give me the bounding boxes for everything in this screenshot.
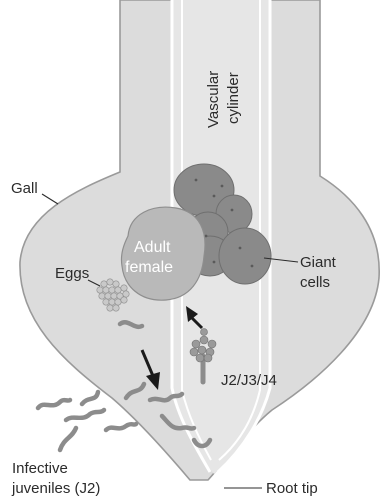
worm-6	[106, 424, 136, 430]
adult-female-label-line1: Adult	[134, 239, 171, 256]
giant-cell-large-right	[219, 228, 271, 284]
worm-5	[60, 428, 76, 450]
infective-juveniles-label-line1: Infective	[12, 460, 68, 477]
giant-cells-label-line1: Giant	[300, 254, 337, 271]
vascular-cylinder-label-line1: Vascular	[205, 71, 222, 128]
eggs-label: Eggs	[55, 265, 89, 282]
gall-leader	[42, 194, 58, 204]
worm-2	[38, 400, 70, 408]
worm-4	[66, 410, 104, 420]
stages-label: J2/J3/J4	[221, 372, 277, 389]
adult-female-label-line2: female	[125, 259, 173, 276]
root-tip-label: Root tip	[266, 480, 318, 497]
worm-3	[82, 392, 98, 404]
infective-juveniles-label-line2: juveniles (J2)	[11, 480, 100, 497]
vascular-cylinder-label-line2: cylinder	[225, 72, 242, 124]
gall-label: Gall	[11, 180, 38, 197]
giant-cells-label-line2: cells	[300, 274, 330, 291]
